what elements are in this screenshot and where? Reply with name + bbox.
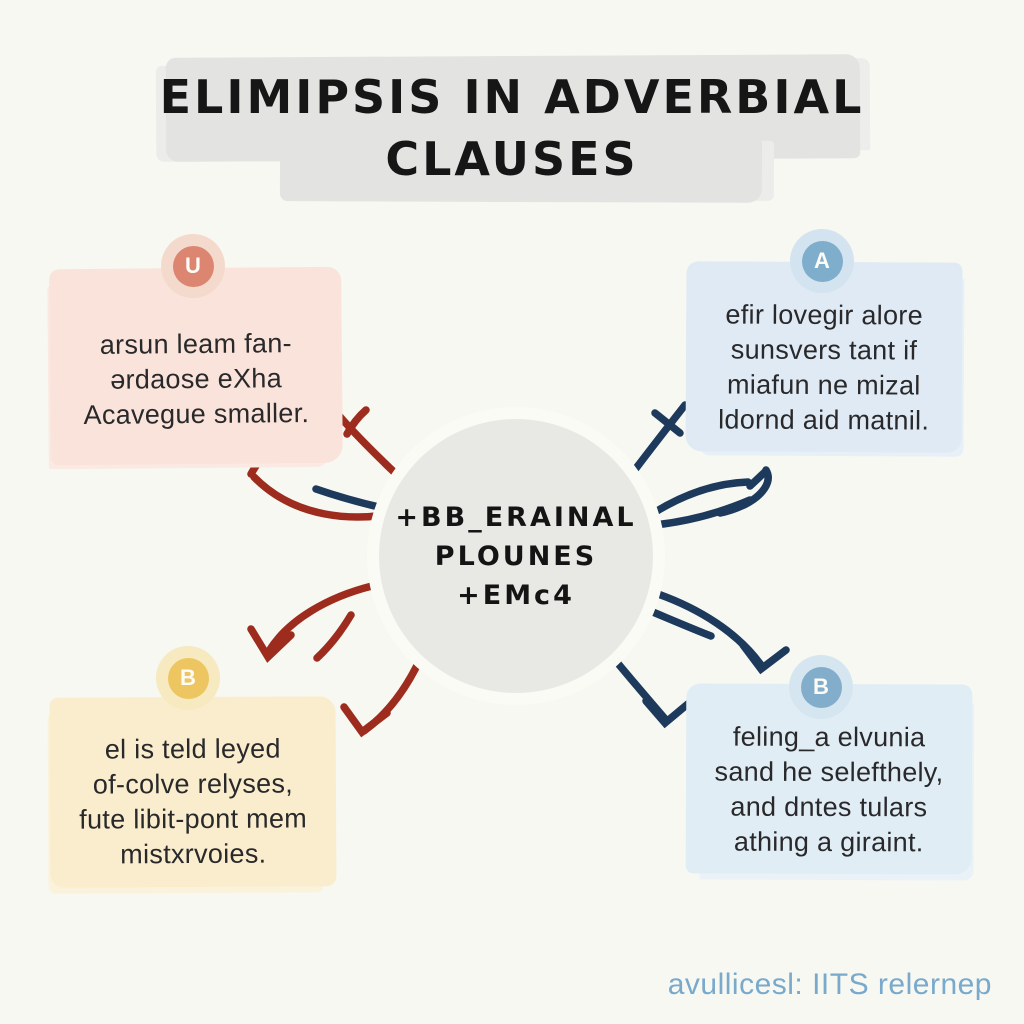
note-text-line: sand he selefthely,	[714, 756, 944, 788]
footer-credit: avullicesl: IITS relernep	[667, 968, 992, 1001]
note-text-line: ldornd aid matnil.	[718, 404, 930, 436]
note-text-line: Acavegue smaller.	[83, 397, 310, 430]
note-text-line: fute libit-pont mem	[79, 803, 308, 835]
page-title: ELIMIPSIS IN ADVERBIAL CLAUSES	[0, 66, 1024, 190]
badge-halo-bottom-left: B	[156, 646, 220, 710]
badge-bottom-left: B	[167, 657, 209, 699]
arrow-center-to-bottomright	[654, 590, 765, 669]
central-node-line-1: +BB_ERAINAL	[395, 501, 637, 533]
note-text-line: sunsvers tant if	[730, 334, 918, 366]
arrow-center-to-bottomleft-2-head	[340, 703, 391, 738]
swoosh-upper-stroke	[648, 478, 752, 518]
page-title-line-2: CLAUSES	[385, 132, 639, 186]
badge-top-left: U	[172, 245, 214, 287]
badge-top-right: A	[801, 240, 843, 282]
badge-halo-top-right: A	[790, 229, 854, 293]
note-text-line: feling_a elvunia	[732, 721, 926, 753]
note-text-line: ərdaose eXha	[110, 362, 283, 395]
badge-halo-bottom-right: B	[789, 655, 853, 719]
central-node-line-2: PLOUNES	[434, 540, 598, 572]
note-box-bottom-left: el is teld leyed of-colve relyses, fute …	[49, 696, 337, 888]
arrow-center-down-left	[607, 651, 670, 724]
swoosh-hook	[716, 466, 772, 517]
badge-halo-top-left: U	[161, 234, 225, 298]
central-node-line-3: +EMc4	[457, 579, 575, 611]
note-text-line: efir lovegir alore	[725, 299, 924, 331]
arrow-center-to-topright	[627, 401, 689, 479]
central-node: +BB_ERAINAL PLOUNES +EMc4	[379, 419, 653, 693]
note-text-line: athing a giraint.	[733, 826, 924, 858]
note-text-line: arsun leam fan-	[99, 327, 292, 360]
arrow-center-down-left-head	[642, 697, 693, 729]
note-text-line: mistxrvoies.	[120, 838, 267, 870]
note-text-line: and dntes tulars	[730, 791, 928, 823]
badge-bottom-right: B	[800, 666, 842, 708]
arrow-topleft-to-center-branch	[343, 406, 370, 438]
swoosh-lower-stroke	[651, 496, 754, 529]
arrow-center-to-bottomright-head	[739, 641, 790, 675]
arrow-short-curve-left	[313, 611, 355, 662]
page-title-line-1: ELIMIPSIS IN ADVERBIAL	[159, 70, 865, 124]
note-text-line: el is teld leyed	[104, 733, 281, 765]
arrow-center-to-topright-crossbar	[651, 409, 684, 437]
note-text-line: miafun ne mizal	[726, 369, 921, 401]
dash-below-center-right	[644, 606, 715, 640]
arrow-center-to-bottomleft	[265, 582, 376, 655]
arrow-center-to-bottomleft-2	[360, 644, 429, 735]
note-text-line: of-colve relyses,	[92, 768, 294, 800]
arrow-center-to-bottomleft-head	[247, 625, 295, 663]
swoosh-tip-barb	[746, 467, 770, 490]
